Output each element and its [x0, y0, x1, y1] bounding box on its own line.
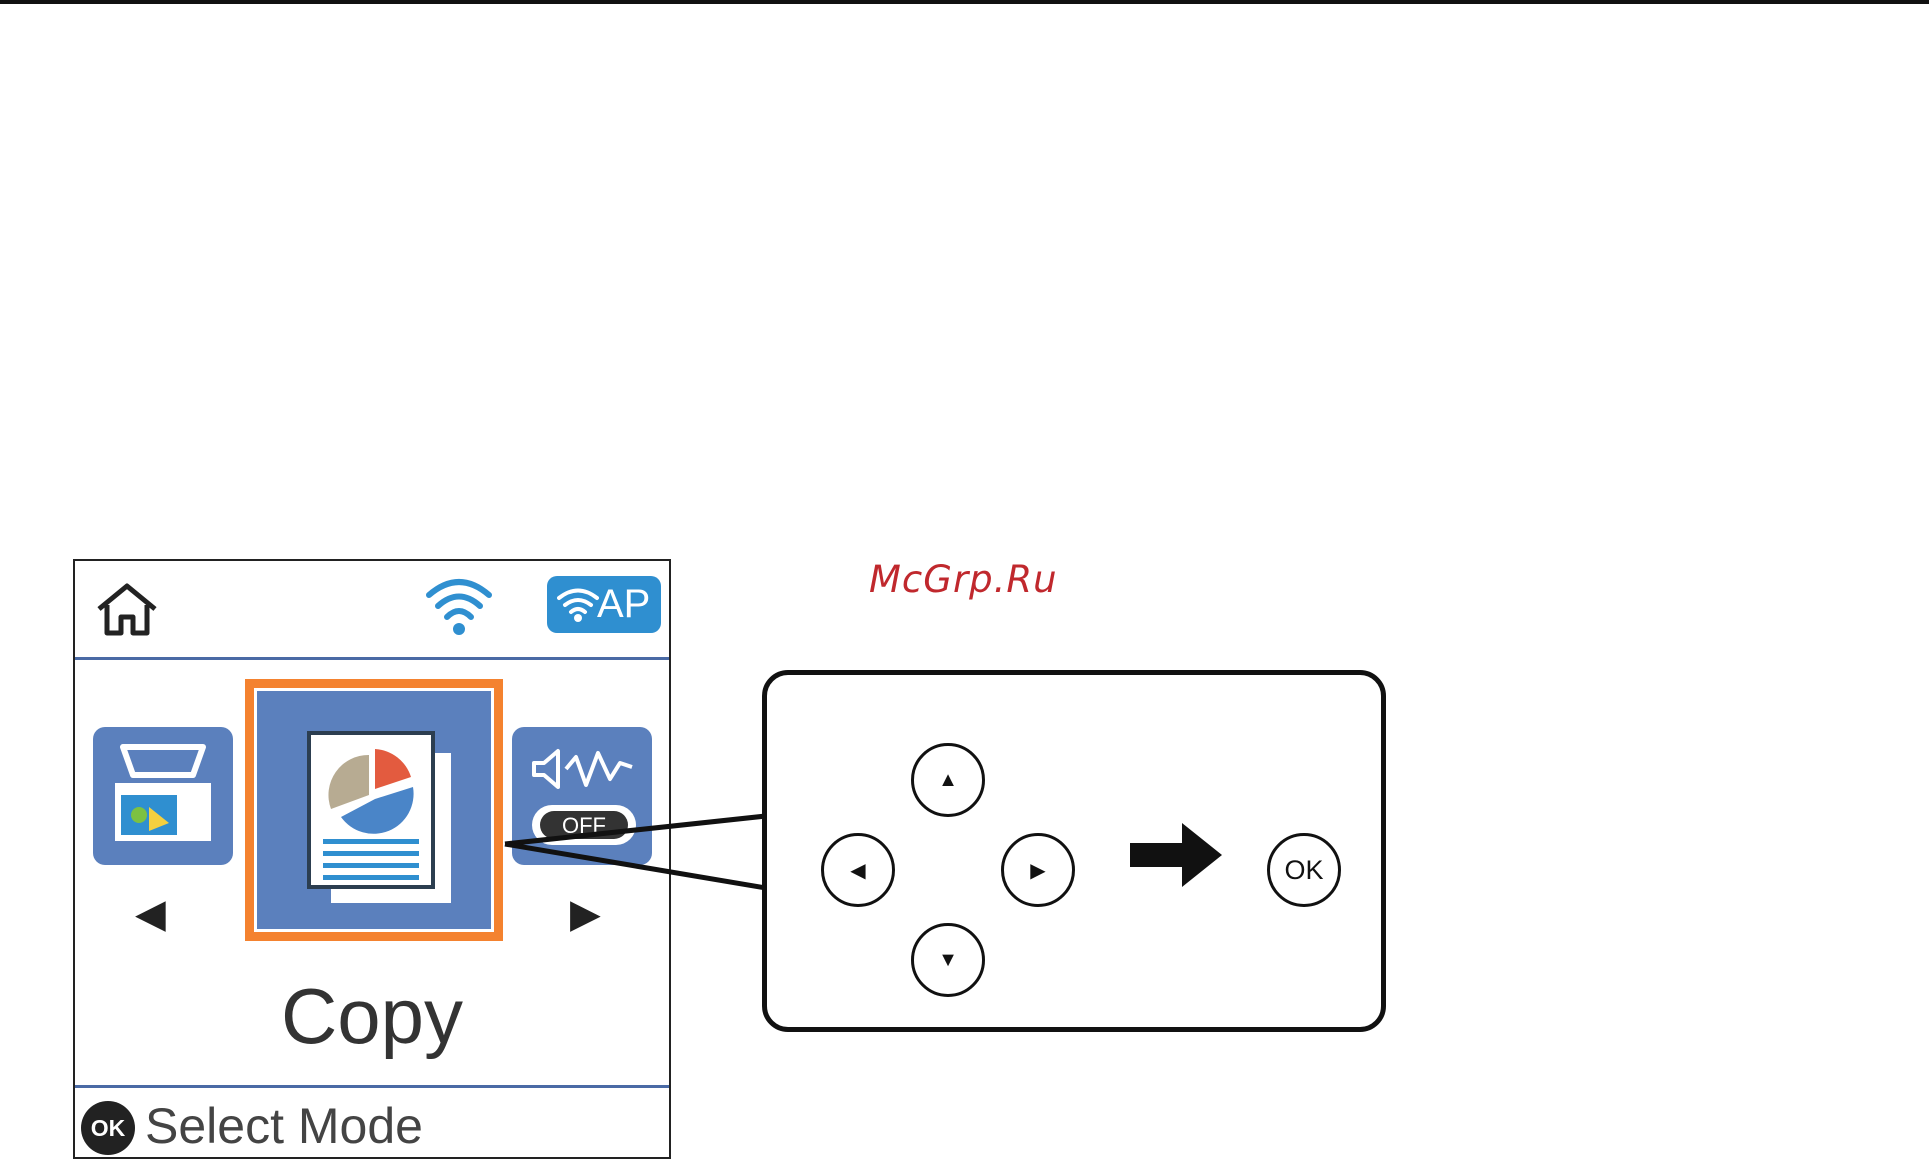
left-button[interactable]: ◀: [821, 833, 895, 907]
right-arrow-icon: [1130, 823, 1222, 887]
control-keypad: ▲ ◀ ▶ ▼ OK: [762, 670, 1386, 1032]
up-button[interactable]: ▲: [911, 743, 985, 817]
ok-button[interactable]: OK: [1267, 833, 1341, 907]
down-button[interactable]: ▼: [911, 923, 985, 997]
right-button[interactable]: ▶: [1001, 833, 1075, 907]
